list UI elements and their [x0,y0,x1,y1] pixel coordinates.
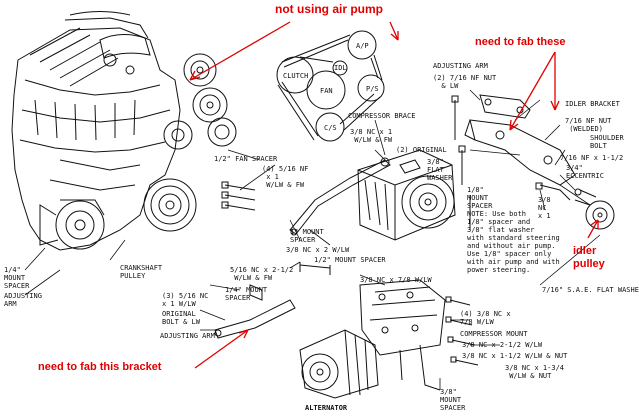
label-compressor-mount: COMPRESSOR MOUNT [460,330,528,338]
label-nc-38-x2: 3/8 NC x 2 W/LW [286,246,350,254]
inset-label-idl: IDL [334,64,347,72]
label-mount-spacer-14b: 1/4" MOUNT SPACER [225,286,268,302]
inset-label-ap: A/P [356,42,369,50]
label-nc-38-x78: 3/8 NC x 7/8 W/LW [360,276,432,284]
label-shoulder-bolt: SHOULDER BOLT [590,134,624,150]
label-original-2: (2) ORIGINAL [396,146,447,154]
engine-block [11,11,181,251]
annotation-idler-pulley: idler pulley [573,245,605,270]
label-flat-washer: 3/8" FLAT WASHER [427,158,453,182]
lower-bolts [445,296,479,366]
water-pump-pulley [192,87,228,123]
label-nut-716-nf: (2) 7/16 NF NUT & LW [433,74,497,90]
red-arrows [189,21,599,369]
label-nut-716-welded: 7/16 NF NUT (WELDED) [565,117,612,133]
air-pump-pulley [183,53,217,87]
inset-label-cs: C/S [324,124,337,132]
label-nc-516-x1: (3) 5/16 NC x 1 W/LW [162,292,209,308]
label-nc-38-4: (4) 3/8 NC x 7/8 W/LW [460,310,511,326]
label-mount-spacer-14: 1/4" MOUNT SPACER [4,266,30,290]
label-original-bolt: ORIGINAL BOLT & LW [162,310,200,326]
label-eccentric: 3/4" ECCENTRIC [566,164,604,180]
label-alternator: ALTERNATOR [305,404,348,412]
adjusting-arm-top [479,94,531,119]
label-nc-38-x212: 3/8 NC x 2-1/2 W/LW [462,341,543,349]
label-note: NOTE: Use both 1/8" spacer and 3/8" flat… [467,210,560,274]
label-compressor-brace: COMPRESSOR BRACE [348,112,416,120]
compressor-brace [289,157,391,236]
label-nf-516: (4) 5/16 NF x 1 W/LW & FW [262,165,309,189]
label-mount-spacer-1: 1" MOUNT SPACER [290,228,324,244]
compressor-mount [359,279,446,391]
annotation-fab-these: need to fab these [475,36,566,48]
annotation-air-pump: not using air pump [275,2,383,16]
label-adjusting-arm-top: ADJUSTING ARM [433,62,488,70]
left-alternator [39,199,105,250]
compressor [357,149,456,241]
inset-label-clutch: CLUTCH [283,72,309,80]
inset-label-fan: FAN [320,87,333,95]
label-mount-spacer-12: 1/2" MOUNT SPACER [314,256,386,264]
label-mount-spacer-18: 1/8" MOUNT SPACER [467,186,493,210]
label-nc-38-fw: 3/8 NC x 1 W/LW & FW [350,128,393,144]
label-mount-spacer-38: 3/8" MOUNT SPACER [440,388,466,412]
adjusting-arm-lower [214,299,296,339]
fan-spacer-pulley [163,120,193,150]
mount-spacer-half [299,262,331,275]
label-nc-38-x134: 3/8 NC x 1-3/4 W/LW & NUT [505,364,565,380]
label-flat-washer-sae: 7/16" S.A.E. FLAT WASHER [542,286,639,294]
alternator [299,329,379,399]
label-nc-38-x1: 3/8 NC x 1 [538,196,551,220]
fan-bolts [221,181,256,211]
idler-bracket [464,119,576,186]
label-fan-spacer: 1/2" FAN SPACER [214,155,278,163]
idler-pulley-assembly [535,182,615,230]
label-nc-38-x112-nut: 3/8 NC x 1-1/2 W/LW & NUT [462,352,568,360]
label-adjusting-arm-mid: ADJUSTING ARM [160,332,215,340]
bolt-stack-right [451,95,471,230]
label-adjusting-arm-left: ADJUSTING ARM [4,292,42,308]
label-nf-716-x-112: 7/16 NF x 1-1/2 [560,154,624,162]
label-idler-bracket: IDLER BRACKET [565,100,620,108]
annotation-fab-bracket: need to fab this bracket [38,361,162,373]
belt-inset [276,30,385,142]
label-nc-516-x212: 5/16 NC x 2-1/2 W/LW & FW [230,266,294,282]
label-crankshaft-pulley: CRANKSHAFT PULLEY [120,264,163,280]
mount-spacer-quarter [249,284,263,301]
crankshaft-pulley [143,178,197,232]
leader-lines [24,89,601,390]
ps-pulley [207,117,237,147]
inset-label-ps: P/S [366,85,379,93]
